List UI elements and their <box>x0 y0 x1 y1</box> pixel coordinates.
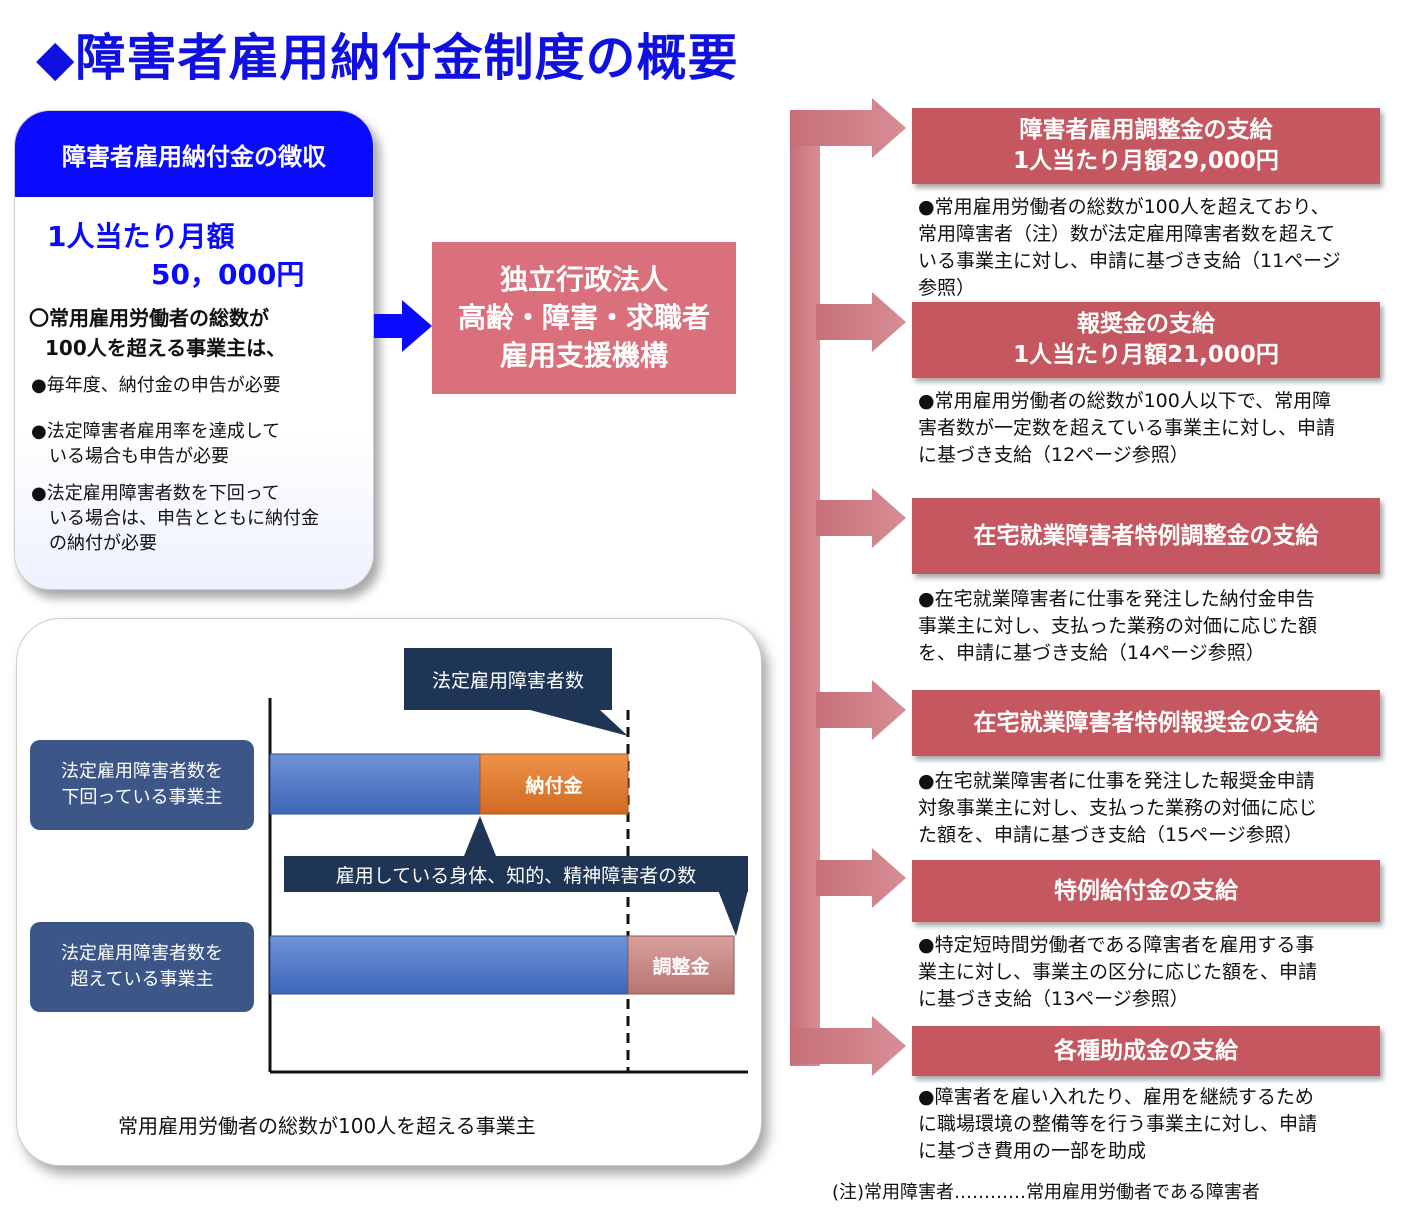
benefit-homework-reward-desc: ●在宅就業障害者に仕事を発注した報奨金申請 対象事業主に対し、支払った業務の対価… <box>918 770 1318 846</box>
employed-callout: 雇用している身体、知的、精神障害者の数 <box>284 856 748 892</box>
page-title: ◆障害者雇用納付金制度の概要 <box>36 29 739 87</box>
row1-levy-bar <box>479 753 629 815</box>
levy-collection-body: 1人当たり月額 50，000円 〇常用雇用労働者の総数が 100人を超える事業主… <box>15 197 373 589</box>
benefit-homework-adjustment-box: 在宅就業障害者特例調整金の支給 <box>912 498 1380 574</box>
footnote: (注)常用障害者…………常用雇用労働者である障害者 <box>832 1182 1260 1203</box>
levy-illustration-card <box>16 618 762 1166</box>
legal-count-pointer <box>530 710 628 736</box>
blue-arrow-icon <box>374 300 432 352</box>
benefit-reward-box: 報奨金の支給 1人当たり月額21,000円 <box>912 302 1380 378</box>
requirement-item: ●毎年度、納付金の申告が必要 <box>31 375 281 396</box>
legal-count-callout: 法定雇用障害者数 <box>404 648 612 710</box>
benefit-special-payment-box: 特例給付金の支給 <box>912 860 1380 922</box>
condition-text: 〇常用雇用労働者の総数が 100人を超える事業主は、 <box>29 306 287 360</box>
chart-caption: 常用雇用労働者の総数が100人を超える事業主 <box>118 1114 536 1138</box>
monthly-amount: 50，000円 <box>151 258 305 291</box>
employed-pointer-up <box>464 816 496 856</box>
benefit-adjustment-desc: ●常用雇用労働者の総数が100人を超えており、 常用障害者（注）数が法定雇用障害… <box>918 196 1341 299</box>
requirement-item: ●法定雇用障害者数を下回って いる場合は、申告とともに納付金 の納付が必要 <box>31 483 319 554</box>
row2-adjustment-bar <box>627 935 735 995</box>
branch-arrow-group <box>790 98 906 1076</box>
distribution-arrows <box>790 98 906 1076</box>
benefit-special-payment-desc: ●特定短時間労働者である障害者を雇用する事 業主に対し、事業主の区分に応じた額を… <box>918 934 1318 1010</box>
monthly-label: 1人当たり月額 <box>47 220 235 253</box>
levy-segment-label: 納付金 <box>525 774 583 797</box>
row1-employed-bar <box>269 753 481 815</box>
benefit-adjustment-box: 障害者雇用調整金の支給 1人当たり月額29,000円 <box>912 108 1380 184</box>
benefit-subsidy-desc: ●障害者を雇い入れたり、雇用を継続するため に職場環境の整備等を行う事業主に対し… <box>918 1086 1318 1162</box>
requirement-item: ●法定障害者雇用率を達成して いる場合も申告が必要 <box>31 421 281 467</box>
row2-employed-bar <box>269 935 629 995</box>
levy-illustration-chart <box>268 698 748 1074</box>
organization-box: 独立行政法人 高齢・障害・求職者 雇用支援機構 <box>432 242 736 394</box>
levy-collection-card: 障害者雇用納付金の徴収 1人当たり月額 50，000円 〇常用雇用労働者の総数が… <box>14 110 374 590</box>
benefit-subsidy-box: 各種助成金の支給 <box>912 1026 1380 1076</box>
category-below-quota: 法定雇用障害者数を 下回っている事業主 <box>30 740 254 830</box>
benefit-reward-desc: ●常用雇用労働者の総数が100人以下で、常用障 害者数が一定数を超えている事業主… <box>918 390 1336 466</box>
levy-collection-header: 障害者雇用納付金の徴収 <box>15 111 373 197</box>
category-above-quota: 法定雇用障害者数を 超えている事業主 <box>30 922 254 1012</box>
benefit-homework-adjustment-desc: ●在宅就業障害者に仕事を発注した納付金申告 事業主に対し、支払った業務の対価に応… <box>918 588 1318 664</box>
adjustment-segment-label: 調整金 <box>652 955 710 978</box>
benefit-homework-reward-box: 在宅就業障害者特例報奨金の支給 <box>912 690 1380 756</box>
employed-pointer-down <box>718 890 748 936</box>
